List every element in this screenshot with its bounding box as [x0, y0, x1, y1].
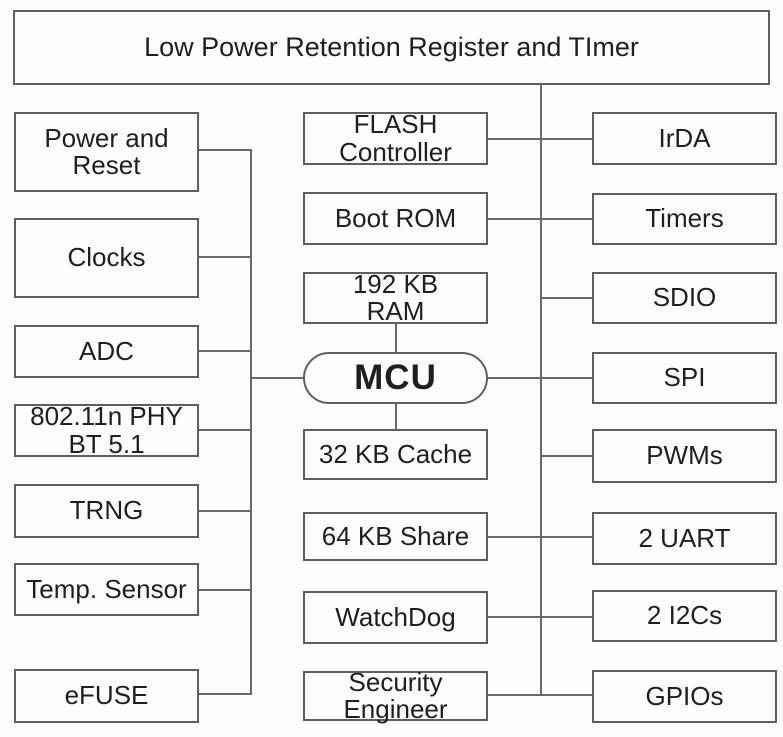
block-pwms: PWMs	[592, 429, 777, 483]
connector-left-bus	[250, 150, 252, 695]
block-efuse: eFUSE	[14, 669, 199, 723]
connector-mcu-to-cache	[395, 404, 397, 429]
block-flash-controller: FLASH Controller	[303, 111, 488, 165]
block-share: 64 KB Share	[303, 512, 488, 561]
connector-power-reset-stub	[199, 149, 252, 151]
connector-trng-stub	[199, 510, 252, 512]
block-security-engineer: Security Engineer	[303, 668, 488, 723]
block-sdio: SDIO	[592, 272, 777, 324]
connector-ram-to-mcu	[395, 324, 397, 352]
connector-clocks-stub	[199, 256, 252, 258]
block-adc: ADC	[14, 325, 199, 378]
block-clocks: Clocks	[14, 218, 199, 298]
connector-bus-pwms	[540, 455, 592, 457]
block-low-power-retention: Low Power Retention Register and TImer	[13, 10, 770, 85]
connector-bootrom-timers	[488, 218, 592, 220]
block-uart: 2 UART	[592, 512, 777, 565]
connector-security-gpio	[488, 694, 592, 696]
connector-efuse-stub	[199, 693, 252, 695]
block-spi: SPI	[592, 352, 777, 404]
block-mcu: MCU	[303, 352, 488, 404]
connector-phy-stub	[199, 429, 252, 431]
block-temp-sensor: Temp. Sensor	[14, 563, 199, 616]
connector-bus-mcu-left	[250, 377, 305, 379]
connector-temp-sensor-stub	[199, 589, 252, 591]
block-trng: TRNG	[14, 484, 199, 538]
connector-mcu-spi	[488, 377, 592, 379]
block-watchdog: WatchDog	[303, 591, 488, 644]
block-power-and-reset: Power and Reset	[14, 112, 199, 192]
block-boot-rom: Boot ROM	[303, 192, 488, 245]
block-i2c: 2 I2Cs	[592, 590, 777, 642]
connector-flash-irda	[488, 138, 592, 140]
connector-watchdog-i2c	[488, 616, 592, 618]
connector-central-bus	[540, 85, 542, 696]
block-phy-bt: 802.11n PHY BT 5.1	[14, 403, 199, 457]
block-ram: 192 KB RAM	[303, 270, 488, 325]
connector-adc-stub	[199, 350, 252, 352]
block-gpio: GPIOs	[592, 670, 777, 723]
connector-share-uart	[488, 536, 592, 538]
block-irda: IrDA	[592, 112, 777, 165]
connector-bus-sdio	[540, 297, 592, 299]
block-timers: Timers	[592, 193, 777, 245]
block-cache: 32 KB Cache	[303, 429, 488, 480]
